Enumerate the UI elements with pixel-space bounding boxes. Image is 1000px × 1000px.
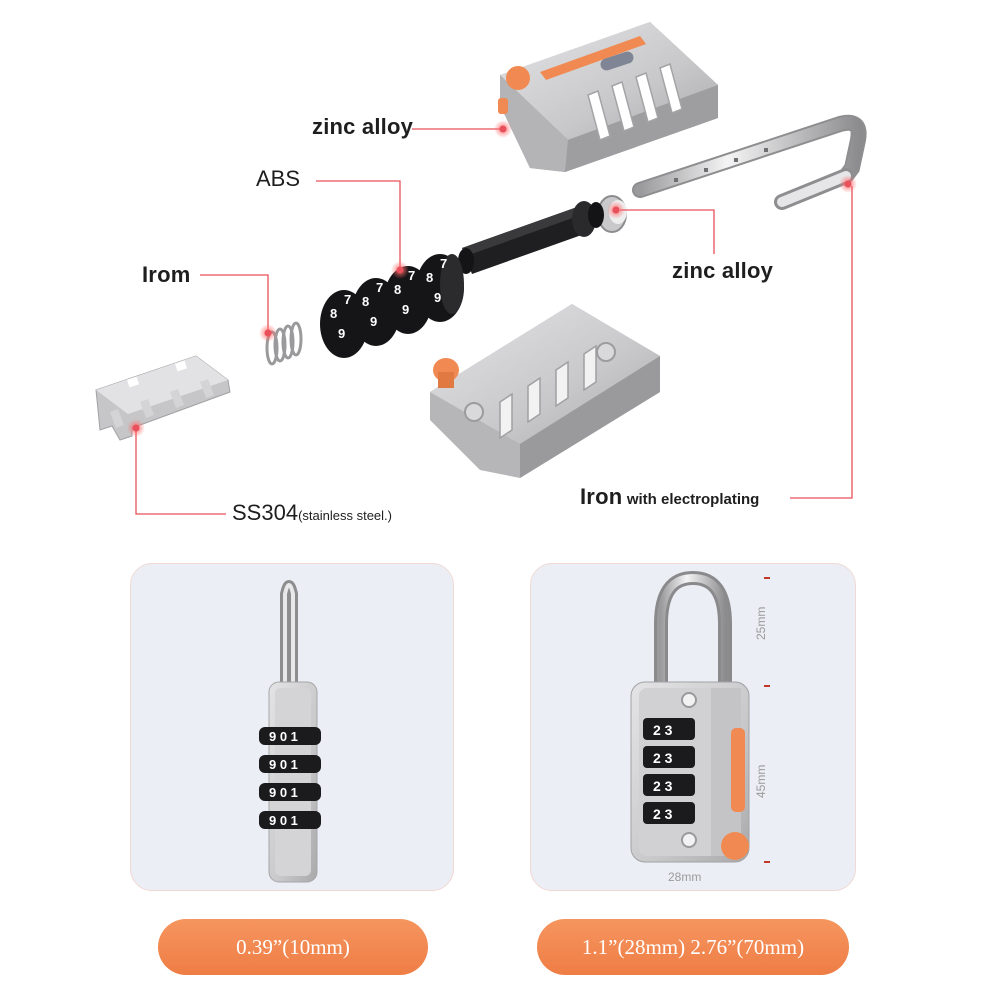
svg-text:8: 8 <box>394 282 401 297</box>
callout-leaders <box>135 128 853 515</box>
svg-text:7: 7 <box>344 292 351 307</box>
bottom-housing <box>430 304 660 478</box>
side-dial-3-digits: 9 0 1 <box>269 785 298 800</box>
svg-text:8: 8 <box>426 270 433 285</box>
label-ss304-main: SS304 <box>232 500 299 525</box>
dim-body-height: 45mm <box>754 764 768 798</box>
front-dial-1-digits: 2 3 <box>653 722 673 738</box>
label-ss304-note: (stainless steel.) <box>298 508 392 523</box>
dim-body-width: 28mm <box>668 870 702 884</box>
front-dial-2-digits: 2 3 <box>653 750 673 766</box>
label-iron-electroplating: Iron with electroplating <box>580 484 759 510</box>
label-ss304: SS304(stainless steel.) <box>232 500 392 526</box>
label-iron: Iron <box>580 484 623 509</box>
shackle-part <box>632 114 867 210</box>
label-zinc-alloy-mid: zinc alloy <box>672 258 774 283</box>
label-electroplating: with electroplating <box>626 491 760 508</box>
ss304-plate <box>95 355 231 441</box>
svg-text:9: 9 <box>434 290 441 305</box>
front-view-panel: 2 3 2 3 2 3 2 3 <box>530 563 856 891</box>
svg-text:9: 9 <box>402 302 409 317</box>
svg-text:7: 7 <box>440 256 447 271</box>
svg-text:7: 7 <box>408 268 415 283</box>
svg-text:9: 9 <box>370 314 377 329</box>
size-pill-front: 1.1”(28mm) 2.76”(70mm) <box>537 919 849 975</box>
svg-text:7: 7 <box>376 280 383 295</box>
front-dial-4-digits: 2 3 <box>653 806 673 822</box>
svg-text:9: 9 <box>338 326 345 341</box>
side-dial-2-digits: 9 0 1 <box>269 757 298 772</box>
label-abs: ABS <box>256 166 301 191</box>
dim-shackle-height: 25mm <box>754 606 768 640</box>
side-view-lock: 9 0 1 9 0 1 9 0 1 9 0 1 <box>259 580 321 883</box>
size-pill-side: 0.39”(10mm) <box>158 919 428 975</box>
svg-text:8: 8 <box>330 306 337 321</box>
zinc-alloy-top-housing <box>498 22 718 172</box>
svg-text:8: 8 <box>362 294 369 309</box>
label-irom: Irom <box>142 262 191 287</box>
callout-dots <box>127 120 857 437</box>
side-dial-1-digits: 9 0 1 <box>269 729 298 744</box>
dial-stack: 87 87 87 87 99 99 <box>320 254 464 358</box>
front-view-lock: 2 3 2 3 2 3 2 3 <box>630 570 770 863</box>
abs-spindle <box>458 201 604 274</box>
side-dial-4-digits: 9 0 1 <box>269 813 298 828</box>
front-dial-3-digits: 2 3 <box>653 778 673 794</box>
label-zinc-alloy-top: zinc alloy <box>312 114 414 139</box>
side-view-panel: 9 0 1 9 0 1 9 0 1 9 0 1 <box>130 563 454 891</box>
